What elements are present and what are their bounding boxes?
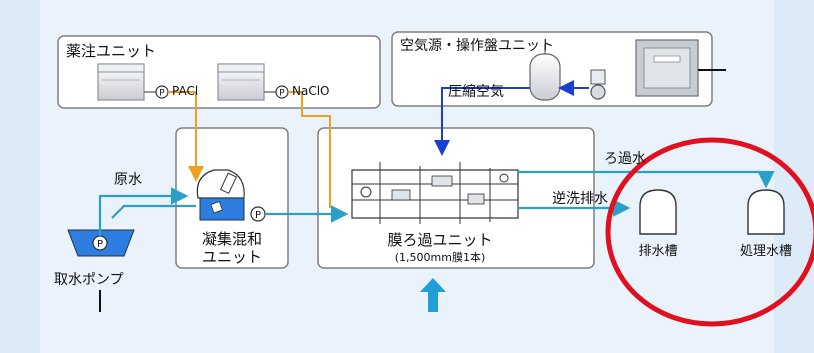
drain-tank-label: 排水槽 — [638, 244, 677, 259]
coagulation-pump-icon: P — [250, 206, 266, 222]
control-panel-cabinet — [635, 39, 726, 97]
svg-text:P: P — [159, 89, 165, 99]
svg-text:P: P — [255, 210, 261, 221]
intake-pump-label: 取水ポンプ — [54, 272, 124, 288]
raw-water-line — [98, 187, 189, 236]
membrane-unit-title: 膜ろ過ユニット — [387, 231, 492, 249]
drain-tank-icon — [639, 189, 677, 235]
membrane-filter-assembly — [351, 162, 519, 224]
naclo-tank — [217, 63, 265, 101]
pacl-label: PACl — [172, 84, 198, 98]
up-arrow-icon — [420, 278, 446, 312]
filtrate-label: ろ過水 — [604, 151, 646, 167]
compressed-air-line — [434, 87, 530, 156]
naclo-label: NaClO — [292, 84, 330, 98]
air-compressor-icon — [590, 69, 606, 100]
pacl-pump-icon: P — [155, 85, 169, 99]
background-stripe-left — [0, 0, 40, 353]
raw-water-label: 原水 — [114, 172, 142, 188]
intake-pump-icon: P — [92, 235, 108, 251]
chemical-unit-title: 薬注ユニット — [66, 42, 156, 60]
naclo-dosing-line — [288, 91, 331, 208]
pacl-dosing-line — [168, 91, 204, 182]
backwash-label: 逆洗排水 — [552, 191, 608, 207]
coagulation-mixer-tank — [196, 169, 245, 221]
coagulation-unit-label-line1: 凝集混和 — [202, 230, 262, 248]
filtrate-line — [518, 170, 775, 189]
naclo-pump-icon: P — [275, 85, 289, 99]
compressed-air-label: 圧縮空気 — [448, 84, 504, 100]
return-water-line — [111, 204, 196, 219]
highlight-ring — [605, 137, 814, 327]
coagulation-unit-label-line2: ユニット — [202, 248, 262, 266]
svg-text:P: P — [97, 239, 103, 250]
treated-water-tank-icon — [747, 189, 785, 235]
membrane-unit-subtitle: (1,500mm膜1本) — [395, 250, 486, 264]
air-unit-title: 空気源・操作盤ユニット — [400, 38, 554, 54]
pacl-tank — [97, 63, 145, 101]
svg-text:P: P — [279, 89, 285, 99]
air-receiver-tank — [529, 44, 561, 101]
treated-tank-label: 処理水槽 — [740, 244, 792, 259]
